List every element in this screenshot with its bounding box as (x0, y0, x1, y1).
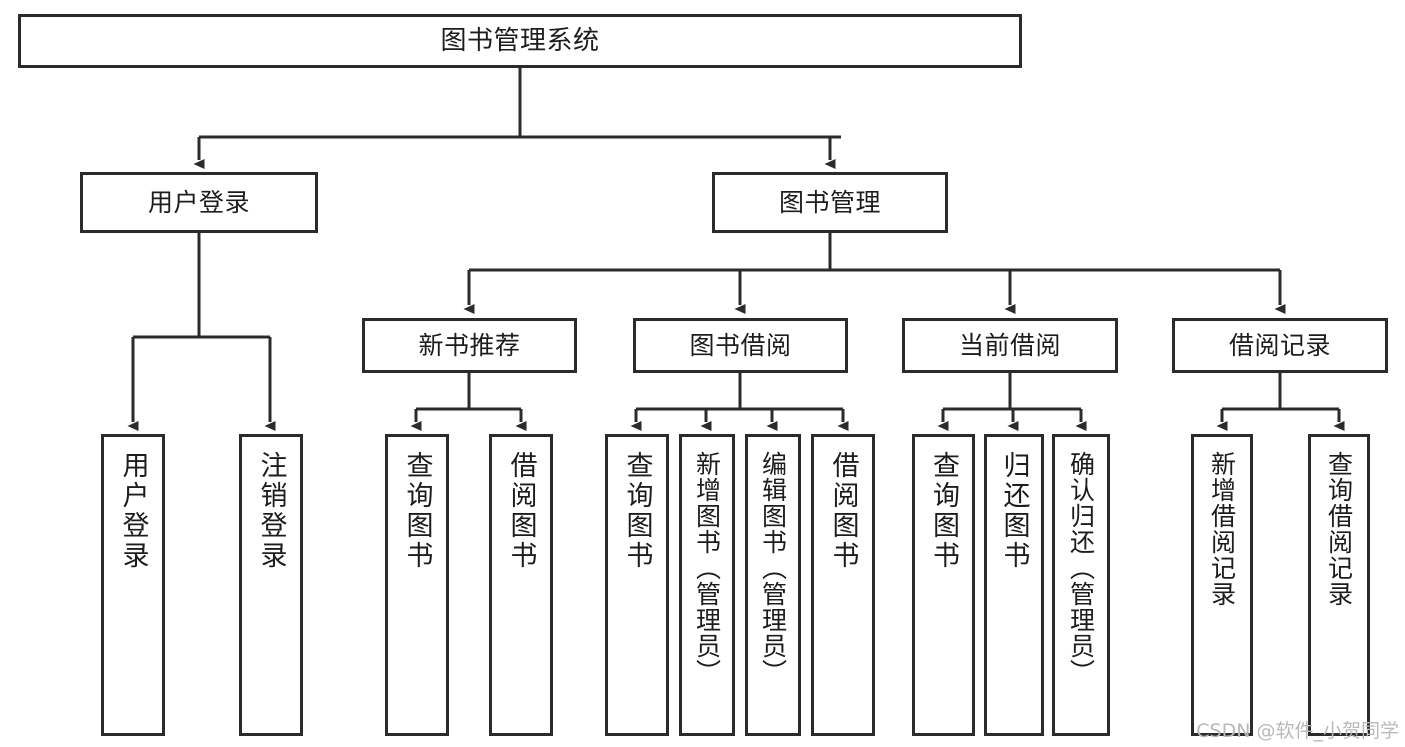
node-label: 借阅图书 (827, 451, 859, 571)
node-label: 确认归还（管理员） (1066, 451, 1096, 685)
node-root-book-management-system[interactable]: 图书管理系统 (18, 14, 1022, 68)
node-label: 查询借阅记录 (1324, 451, 1354, 607)
node-user-login[interactable]: 用户登录 (80, 172, 318, 233)
node-leaf-query-book-recommend[interactable]: 查询图书 (385, 434, 449, 736)
node-label: 用户登录 (147, 187, 250, 217)
node-label: 查询图书 (621, 451, 653, 571)
node-borrow-record[interactable]: 借阅记录 (1172, 318, 1388, 373)
node-leaf-borrow-book[interactable]: 借阅图书 (811, 434, 875, 736)
node-leaf-user-login[interactable]: 用户登录 (101, 434, 165, 736)
node-leaf-confirm-return-admin[interactable]: 确认归还（管理员） (1052, 434, 1110, 736)
node-leaf-borrow-book-recommend[interactable]: 借阅图书 (489, 434, 553, 736)
node-leaf-query-book-current[interactable]: 查询图书 (912, 434, 975, 736)
node-leaf-edit-book-admin[interactable]: 编辑图书（管理员） (745, 434, 801, 736)
node-label: 借阅记录 (1228, 330, 1331, 360)
node-label: 借阅图书 (505, 451, 537, 571)
node-label: 图书管理 (778, 187, 881, 217)
node-leaf-query-borrow-record[interactable]: 查询借阅记录 (1308, 434, 1370, 736)
node-label: 查询图书 (928, 451, 959, 571)
node-label: 图书管理系统 (440, 25, 600, 56)
node-book-management[interactable]: 图书管理 (712, 172, 948, 233)
node-label: 编辑图书（管理员） (758, 451, 788, 685)
node-new-book-recommend[interactable]: 新书推荐 (362, 318, 577, 373)
node-label: 当前借阅 (958, 330, 1061, 360)
node-label: 新增图书（管理员） (692, 451, 722, 685)
node-leaf-user-logout[interactable]: 注销登录 (239, 434, 303, 736)
node-label: 查询图书 (401, 451, 433, 571)
node-leaf-return-book[interactable]: 归还图书 (984, 434, 1044, 736)
node-current-borrow[interactable]: 当前借阅 (902, 318, 1118, 373)
node-leaf-query-book-borrow[interactable]: 查询图书 (605, 434, 669, 736)
node-leaf-add-book-admin[interactable]: 新增图书（管理员） (679, 434, 735, 736)
node-label: 归还图书 (998, 451, 1030, 571)
node-label: 新书推荐 (418, 330, 521, 360)
node-label: 新增借阅记录 (1207, 451, 1237, 607)
node-leaf-add-borrow-record[interactable]: 新增借阅记录 (1191, 434, 1253, 736)
node-label: 用户登录 (117, 451, 149, 571)
csdn-watermark: CSDN @软件_小贺同学 (1196, 720, 1399, 742)
node-label: 图书借阅 (689, 330, 792, 360)
node-label: 注销登录 (255, 451, 287, 571)
node-book-borrow[interactable]: 图书借阅 (633, 318, 848, 373)
